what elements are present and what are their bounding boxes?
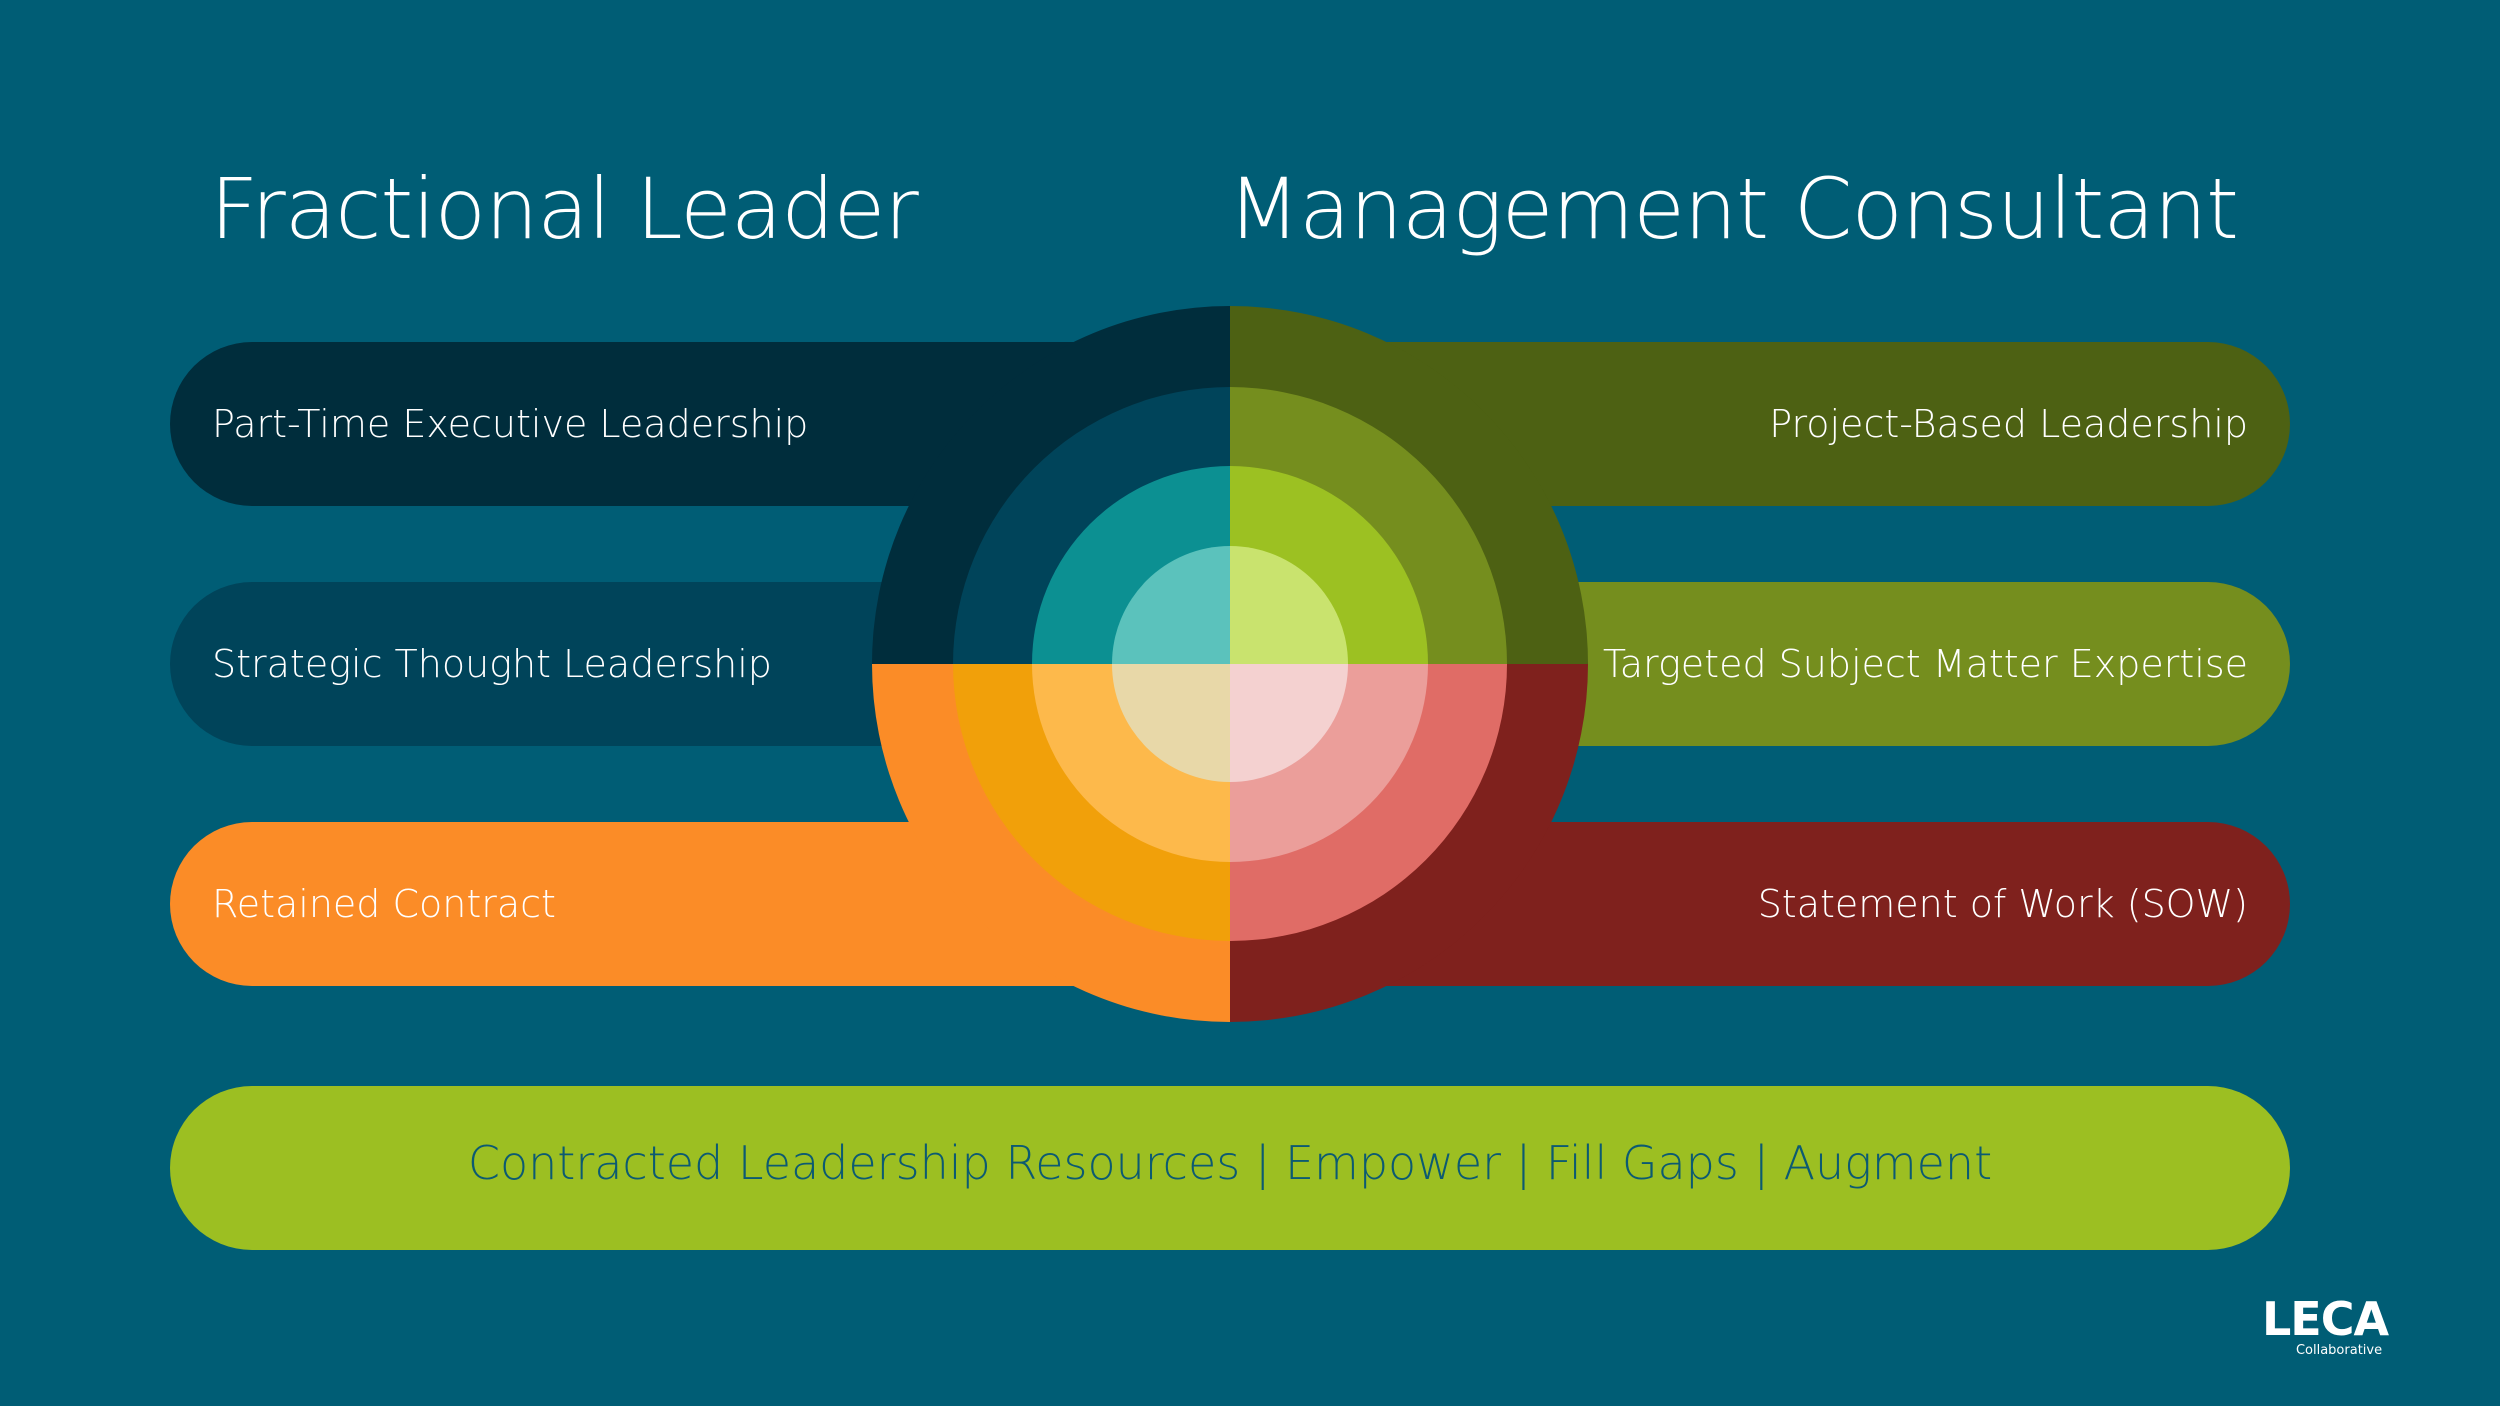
quadrant-top-left-ring-3 [1112,546,1230,664]
bottom-bar-text: Contracted Leadership Resources | Empowe… [467,1136,1993,1190]
logo-subtitle: Collaborative [2295,1343,2383,1358]
quadrant-bottom-left-ring-3 [1112,664,1230,782]
right-item-label: Statement of Work (SOW) [1757,882,2248,926]
concentric-quadrant-circle [872,306,1588,1022]
right-item-label: Targeted Subject Matter Expertise [1602,642,2248,686]
quadrant-top-right-ring-3 [1230,546,1348,664]
quadrant-bottom-right-ring-3 [1230,664,1348,782]
left-item-label: Strategic Thought Leadership [212,642,772,686]
management-consultant-heading: Management Consultant [1227,160,2239,258]
bottom-bar [170,1086,2290,1250]
right-item-label: Project-Based Leadership [1769,402,2248,446]
leca-logo: LECA Collaborative [2262,1292,2389,1358]
left-item-label: Retained Contract [212,882,556,926]
logo-wordmark: LECA [2262,1292,2389,1346]
fractional-leader-heading: Fractional Leader [210,160,919,258]
left-item-label: Part-Time Executive Leadership [212,402,809,446]
